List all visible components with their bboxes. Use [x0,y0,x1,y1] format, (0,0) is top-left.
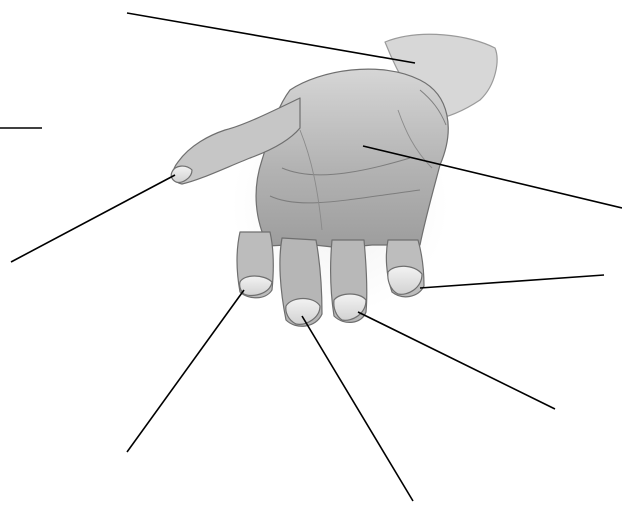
leader-line-ring-finger [358,312,555,409]
palm-shape [256,69,448,248]
leader-line-thumb [11,175,175,262]
leader-line-middle-finger [302,316,413,501]
leader-line-wrist [127,13,415,63]
leader-line-index-finger [127,290,244,452]
leader-line-little-finger [420,275,604,288]
hand-illustration [171,34,497,326]
